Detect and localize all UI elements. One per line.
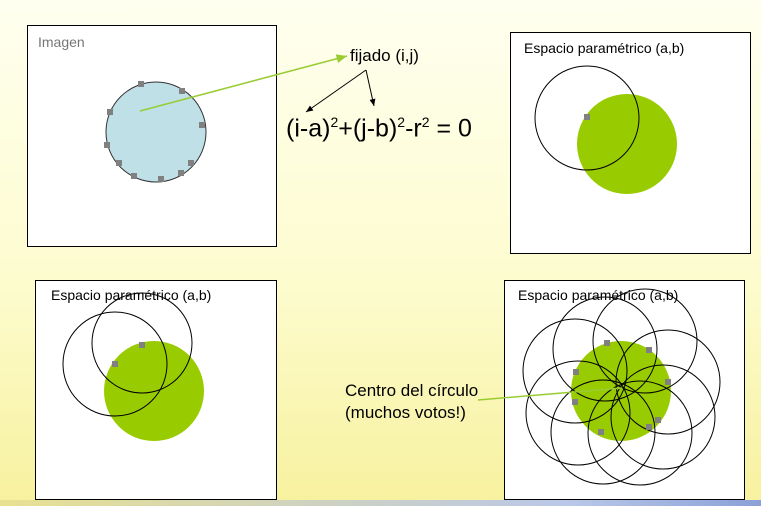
equation-exponent: 2 xyxy=(421,114,430,130)
center-pointer xyxy=(477,387,623,401)
edge-point xyxy=(655,417,661,423)
edge-point xyxy=(131,173,137,179)
edge-point xyxy=(138,81,144,87)
equation-part: = 0 xyxy=(429,114,472,143)
edge-point xyxy=(116,160,122,166)
edge-point xyxy=(178,170,184,176)
vote-circle xyxy=(62,311,168,417)
param-space-canvas-1 xyxy=(534,65,677,194)
edge-points xyxy=(572,340,671,435)
vote-circle xyxy=(522,318,628,424)
circle-center-label: Centro del círculo (muchos votos!) xyxy=(345,380,478,424)
edge-point xyxy=(584,114,590,120)
bottom-strip xyxy=(0,500,761,506)
edge-point xyxy=(188,160,194,166)
vote-circle xyxy=(525,360,631,466)
vote-circle xyxy=(587,380,693,486)
edge-point xyxy=(572,399,578,405)
equation-arrow-right xyxy=(365,69,376,107)
vote-circle xyxy=(610,364,716,470)
fixed-point-label: fijado (i,j) xyxy=(350,46,419,65)
vote-circle xyxy=(592,288,698,394)
edge-point xyxy=(646,424,652,430)
fixed-point-arrow xyxy=(139,54,348,112)
param-space-label-2: Espacio paramétrico (a,b) xyxy=(51,287,212,303)
edge-point xyxy=(573,369,579,375)
edge-point xyxy=(139,342,145,348)
equation-part: -r xyxy=(405,114,422,143)
vote-disk xyxy=(571,341,671,441)
edge-point xyxy=(665,379,671,385)
edge-point xyxy=(604,340,610,346)
vote-circle xyxy=(552,296,658,402)
vote-circle xyxy=(91,292,193,394)
edge-point xyxy=(107,109,113,115)
image-circle xyxy=(105,81,207,183)
param-space-canvas-2 xyxy=(62,292,204,441)
equation-exponent: 2 xyxy=(330,114,339,130)
param-space-label-1: Espacio paramétrico (a,b) xyxy=(524,40,685,56)
edge-point xyxy=(598,429,604,435)
edge-point xyxy=(646,347,652,353)
edge-point xyxy=(158,176,164,182)
edge-points xyxy=(104,81,205,182)
image-panel-label: Imagen xyxy=(38,34,85,50)
image-canvas xyxy=(104,81,207,183)
vote-disk xyxy=(577,94,677,194)
image-panel: Imagen xyxy=(27,25,277,247)
circle-center-line-2: (muchos votos!) xyxy=(345,403,466,422)
vote-circle xyxy=(550,379,656,485)
edge-point xyxy=(199,122,205,128)
param-space-panel-2: Espacio paramétrico (a,b) xyxy=(35,280,277,500)
param-space-label-3: Espacio paramétrico (a,b) xyxy=(518,287,679,303)
param-space-canvas-3 xyxy=(522,288,721,486)
equation-exponent: 2 xyxy=(397,114,406,130)
vote-circle xyxy=(534,65,640,171)
vote-disk xyxy=(104,341,204,441)
equation-arrow-left xyxy=(305,69,367,113)
edge-point xyxy=(104,142,110,148)
circle-center-line-1: Centro del círculo xyxy=(345,381,479,400)
param-space-panel-3: Espacio paramétrico (a,b) xyxy=(504,280,745,500)
equation-part: (i-a) xyxy=(286,114,331,143)
equation-part: +(j-b) xyxy=(338,114,398,143)
param-space-panel-1: Espacio paramétrico (a,b) xyxy=(510,32,751,254)
edge-point xyxy=(112,361,118,367)
circle-equation: (i-a)2+(j-b)2-r2 = 0 xyxy=(286,114,472,143)
vote-circles xyxy=(522,288,721,486)
edge-point xyxy=(179,88,185,94)
